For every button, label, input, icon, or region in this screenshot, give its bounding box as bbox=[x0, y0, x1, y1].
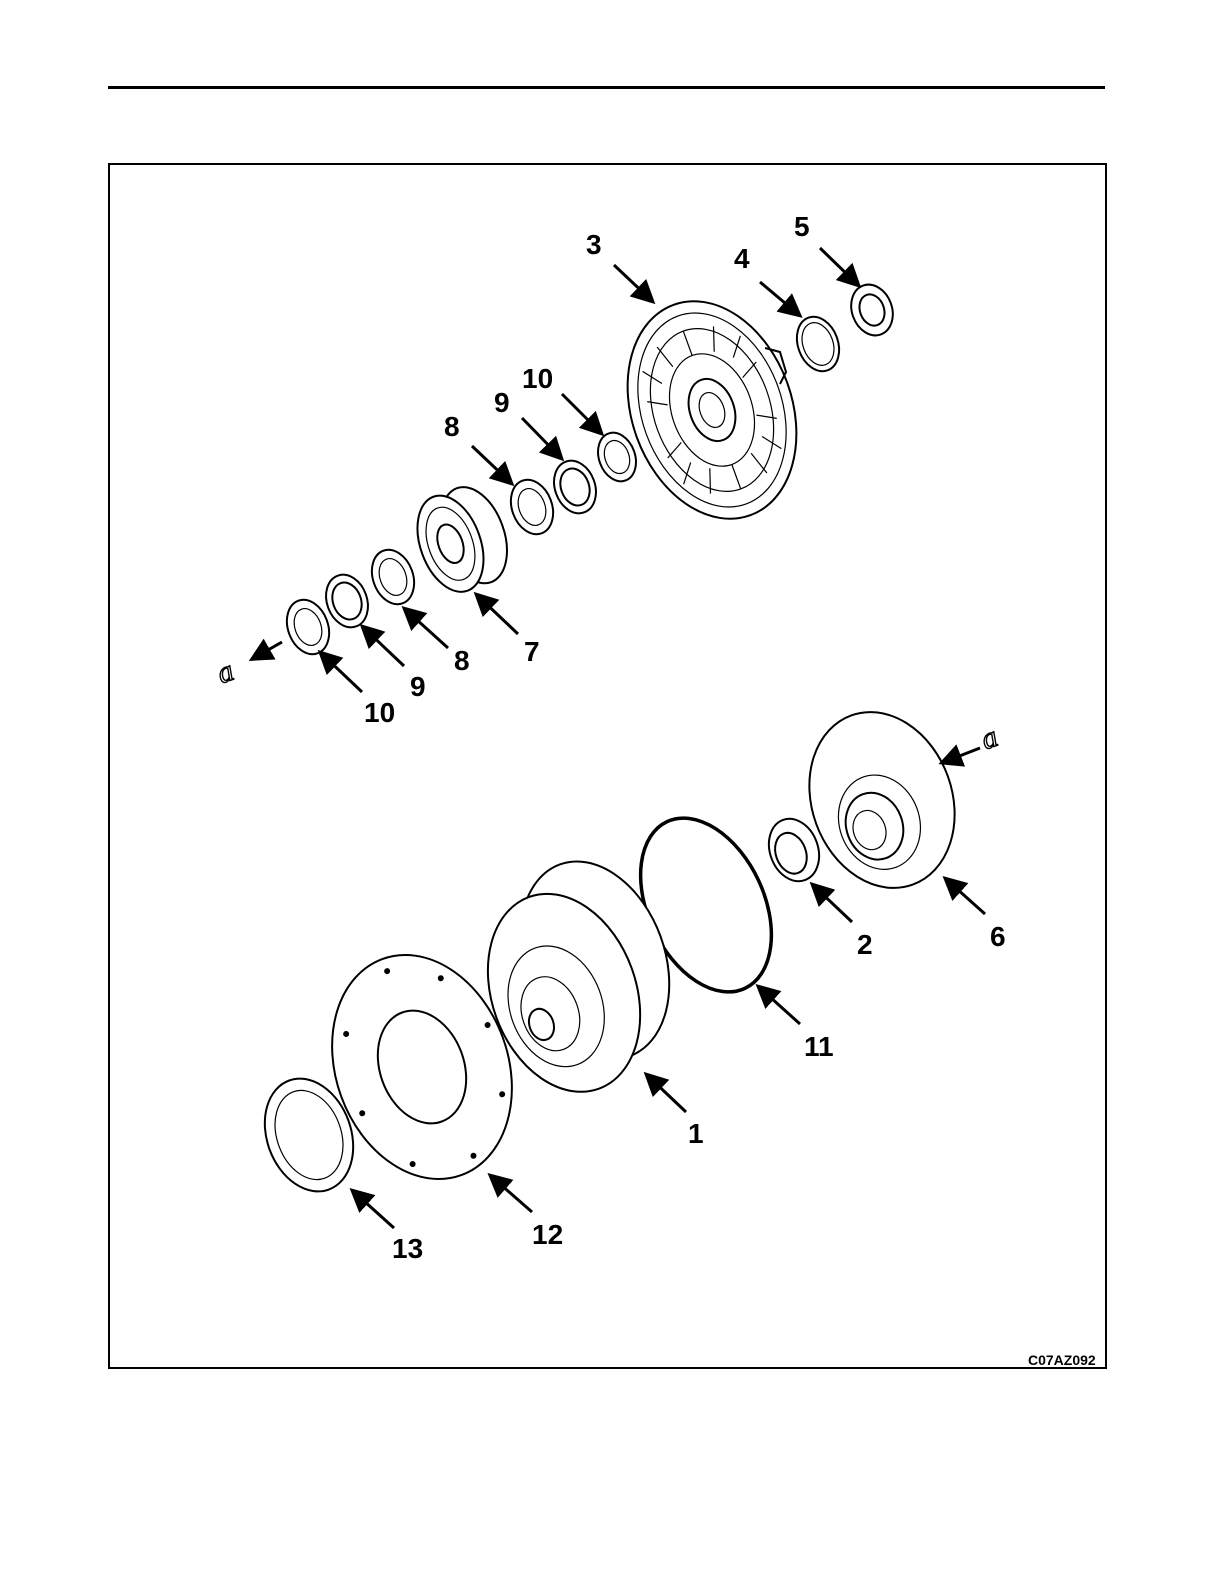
reference-mark-a-left: a bbox=[213, 654, 238, 690]
callout-12: 12 bbox=[532, 1219, 563, 1250]
part-10-thrust-washer-upper bbox=[592, 427, 643, 486]
callout-3: 3 bbox=[586, 229, 602, 260]
callout-1: 1 bbox=[688, 1118, 704, 1149]
callout-10-upper: 10 bbox=[522, 363, 553, 394]
part-7-stator bbox=[405, 478, 519, 601]
callout-13: 13 bbox=[392, 1233, 423, 1264]
part-4-bearing-race bbox=[790, 311, 847, 377]
part-8-thrust-washer-lower bbox=[365, 544, 422, 610]
callout-8-upper: 8 bbox=[444, 411, 460, 442]
callout-7: 7 bbox=[524, 636, 540, 667]
callout-11: 11 bbox=[804, 1031, 834, 1062]
callout-4: 4 bbox=[734, 243, 750, 274]
part-6-impeller bbox=[785, 691, 978, 908]
part-8-thrust-washer-upper bbox=[504, 474, 561, 540]
reference-mark-a-right: a bbox=[977, 720, 1002, 756]
part-5-needle-bearing bbox=[844, 279, 899, 342]
callout-6: 6 bbox=[990, 921, 1006, 952]
callout-9-lower: 9 bbox=[410, 671, 426, 702]
callout-10-lower: 10 bbox=[364, 697, 395, 728]
part-3-turbine-housing bbox=[599, 277, 826, 542]
figure-code: C07AZ092 bbox=[1028, 1352, 1096, 1368]
callout-5: 5 bbox=[794, 211, 810, 242]
callout-9-upper: 9 bbox=[494, 387, 510, 418]
callout-8-lower: 8 bbox=[454, 645, 470, 676]
part-9-thrust-bearing-upper bbox=[547, 455, 603, 519]
callout-2: 2 bbox=[857, 929, 873, 960]
